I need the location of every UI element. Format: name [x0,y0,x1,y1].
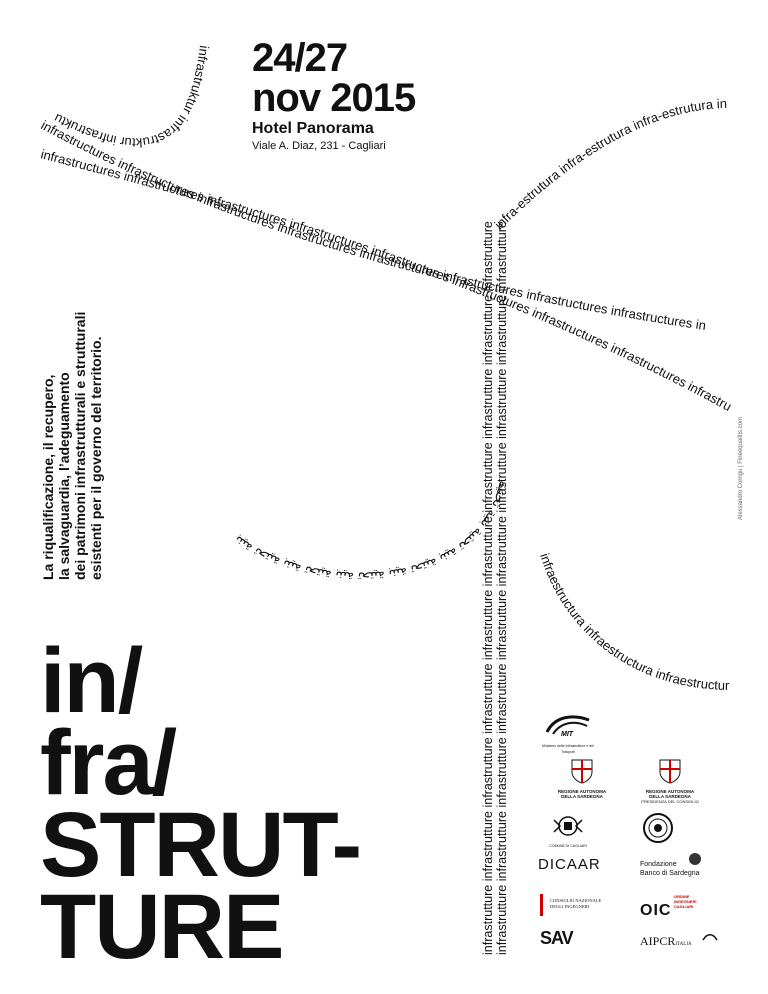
cni-bar-icon [540,894,543,916]
event-venue: Hotel Panorama [252,120,374,137]
tagline-line-4: esistenti per il governo del territorio. [88,336,104,581]
mit-logo: MIT Ministero delle Infrastrutture e dei… [538,712,598,755]
comune-cagliari-logo: COMUNE DI CAGLIARI [538,814,598,849]
circle-word-ar: بنية تحتية بنية تحتية بنية تحتية بنية تح… [231,479,512,584]
band-word-en-1: infrastructures infrastructures infrastr… [39,146,734,414]
tagline-line-2: la salvaguardia, l’adeguamento [56,372,72,580]
universita-seal-logo [640,812,676,849]
regione-shield-icon [571,759,593,784]
mit-caption: Ministero delle Infrastrutture e dei Tra… [542,744,594,754]
comune-caption: COMUNE DI CAGLIARI [549,844,587,848]
tagline-line-3: dei patrimoni infrastrutturali e struttu… [72,311,88,580]
curve-word-de: infrastruktur infrastruktur infrastruktu… [0,0,212,150]
comune-crest-icon [553,816,583,836]
mit-emblem-icon: MIT [545,715,590,738]
presidenza-shield-icon [659,759,681,784]
cni-logo: CONSIGLIO NAZIONALE DEGLI INGEGNERI [540,894,620,916]
svg-text:MIT: MIT [561,731,574,738]
oic-caption: ORDINE INGEGNERI CAGLIARI [674,894,697,909]
tagline: La riqualificazione, il recupero, la sal… [40,160,104,580]
event-address: Viale A. Diaz, 231 - Cagliari [252,140,386,152]
title-line-2: fra/ [40,712,177,814]
cni-caption: CONSIGLIO NAZIONALE DEGLI INGEGNERI [550,898,602,909]
sav-wordmark: SAV [540,928,574,948]
aipcr-sub: ITALIA [675,942,692,947]
fondazione-emblem-icon [689,853,701,865]
event-date-days: 24/27 [252,36,348,80]
dicaar-logo: DICAAR [538,856,608,873]
oic-wordmark: OIC [640,902,672,919]
dicaar-wordmark: DICAAR [538,856,601,873]
title-line-4: TURE [40,876,284,978]
presidenza-caption: REGIONE AUTONOMA DELLA SARDEGNA [645,789,695,799]
university-seal-icon [643,813,673,843]
fondazione-banco-logo: Fondazione Banco di Sardegna [640,852,712,878]
regione-caption: REGIONE AUTONOMA DELLA SARDEGNA [557,789,607,799]
aipcr-emblem-icon [702,934,718,941]
event-date-month-year: nov 2015 [252,76,416,120]
title-line-1: in/ [40,630,143,732]
regione-presidenza-logo: REGIONE AUTONOMA DELLA SARDEGNA PRESIDEN… [640,758,700,805]
aipcr-wordmark: AIPCR [640,934,676,948]
fondazione-caption: Fondazione Banco di Sardegna [640,861,700,877]
tagline-line-1: La riqualificazione, il recupero, [40,374,56,580]
design-credit: Alessandro Corrigu | Fineequalitis.com [738,417,744,520]
vertical-word-band-2: infrastrutture infrastrutture infrastrut… [495,221,509,955]
presidenza-sub-caption: PRESIDENZA DEL CONSIGLIO [641,799,699,804]
event-date: 24/27 nov 2015 [252,36,416,120]
vertical-word-band: infrastrutture infrastrutture infrastrut… [481,221,495,955]
regione-sardegna-logo: REGIONE AUTONOMA DELLA SARDEGNA [552,758,612,799]
main-title: in/ fra/ STRUT- TURE [40,630,362,978]
aipcr-logo: AIPCRITALIA [640,932,720,950]
title-line-3: STRUT- [40,794,362,896]
sav-logo: SAV [540,928,590,949]
